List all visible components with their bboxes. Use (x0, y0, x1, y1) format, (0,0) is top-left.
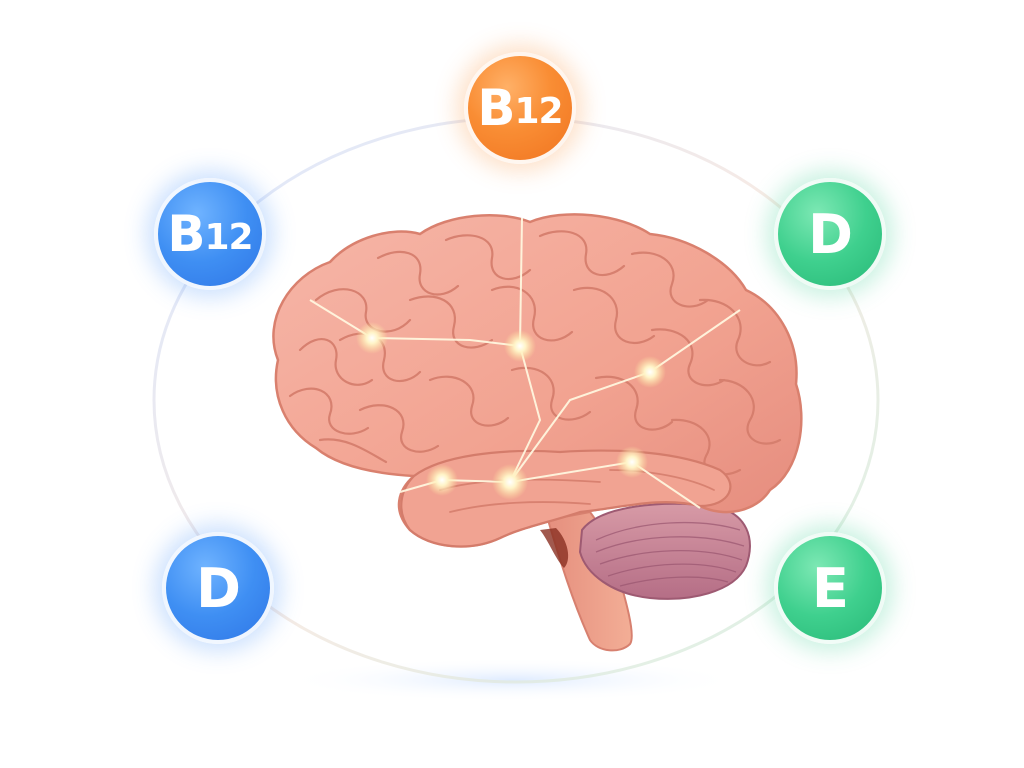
vitamin-e-badge-right: E (774, 532, 886, 644)
badge-letter: E (812, 556, 849, 620)
neural-node (426, 464, 458, 496)
neural-nodes (356, 322, 666, 500)
temporal-lobe (400, 449, 732, 548)
badge-letter: B (477, 79, 515, 137)
vitamin-d-badge-right: D (774, 178, 886, 290)
badge-subscript: 12 (204, 216, 254, 258)
floor-glow (282, 658, 742, 702)
neural-line (519, 217, 523, 347)
neural-line (509, 309, 741, 483)
neural-node (492, 464, 528, 500)
badge-subscript: 12 (514, 90, 564, 132)
badge-letter: D (808, 202, 853, 266)
badge-letter: D (196, 556, 241, 620)
vitamin-d-badge-left: D (162, 532, 274, 644)
neural-node (616, 446, 648, 478)
neural-node (356, 322, 388, 354)
badge-letter: B (167, 205, 205, 263)
neural-node (634, 356, 666, 388)
neural-node (504, 330, 536, 362)
